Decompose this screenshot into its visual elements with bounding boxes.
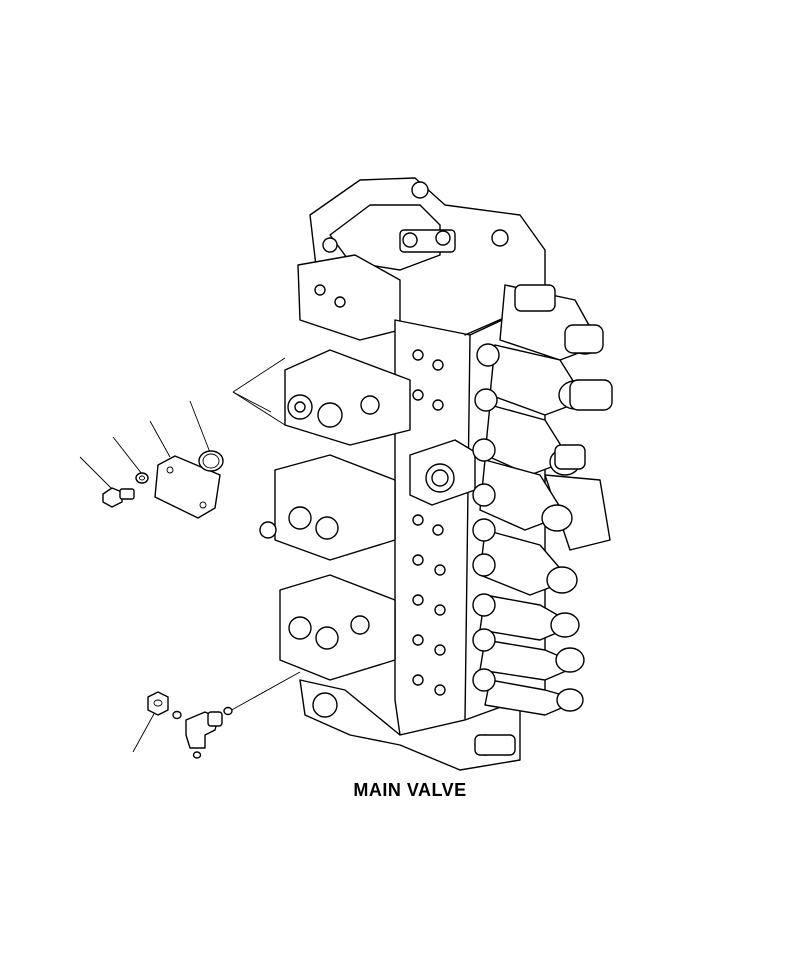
o-ring: [198, 450, 224, 472]
end-caps: [472, 343, 500, 692]
column-ports: [412, 349, 446, 696]
bolt: [102, 487, 135, 508]
o-ring-small: [172, 706, 233, 759]
cover-plate: [154, 455, 221, 519]
elbow-fitting: [185, 711, 223, 749]
union-nut: [147, 691, 169, 716]
leader-lines: [79, 357, 301, 753]
washer: [135, 472, 149, 484]
spool-housings: [472, 284, 613, 716]
valve-body: [259, 177, 546, 771]
side-plugs: [554, 324, 613, 470]
diagram-caption: MAIN VALVE: [353, 780, 467, 800]
